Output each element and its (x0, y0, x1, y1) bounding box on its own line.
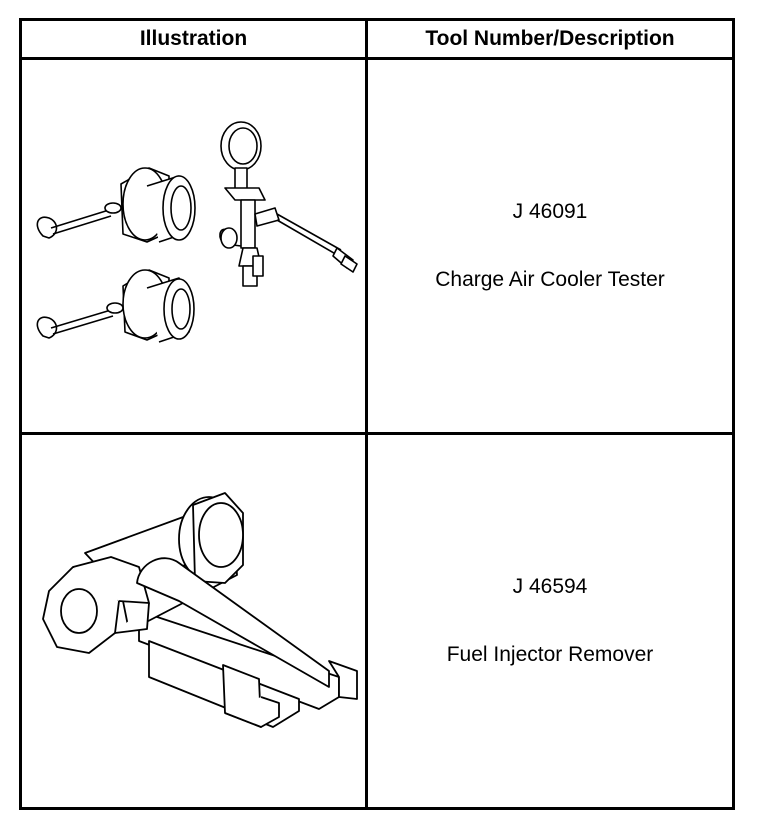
illustration-column-header: Illustration (19, 18, 368, 60)
tool-description: Fuel Injector Remover (446, 643, 654, 666)
illustration-cell (19, 432, 368, 810)
tool-table: Illustration Tool Number/Description (19, 18, 735, 810)
tool-number: J 46594 (512, 575, 588, 598)
tool-number: J 46091 (512, 200, 588, 223)
description-cell: J 46091 Charge Air Cooler Tester (365, 57, 735, 435)
table-header-row: Illustration Tool Number/Description (19, 18, 735, 60)
table-row: J 46594 Fuel Injector Remover (19, 432, 735, 810)
table-row: J 46091 Charge Air Cooler Tester (19, 57, 735, 435)
fuel-injector-remover-icon (41, 492, 358, 728)
description-cell: J 46594 Fuel Injector Remover (365, 432, 735, 810)
tool-column-header: Tool Number/Description (365, 18, 735, 60)
charge-air-cooler-tester-icon (36, 121, 358, 343)
illustration-cell (19, 57, 368, 435)
tool-description: Charge Air Cooler Tester (435, 268, 665, 291)
